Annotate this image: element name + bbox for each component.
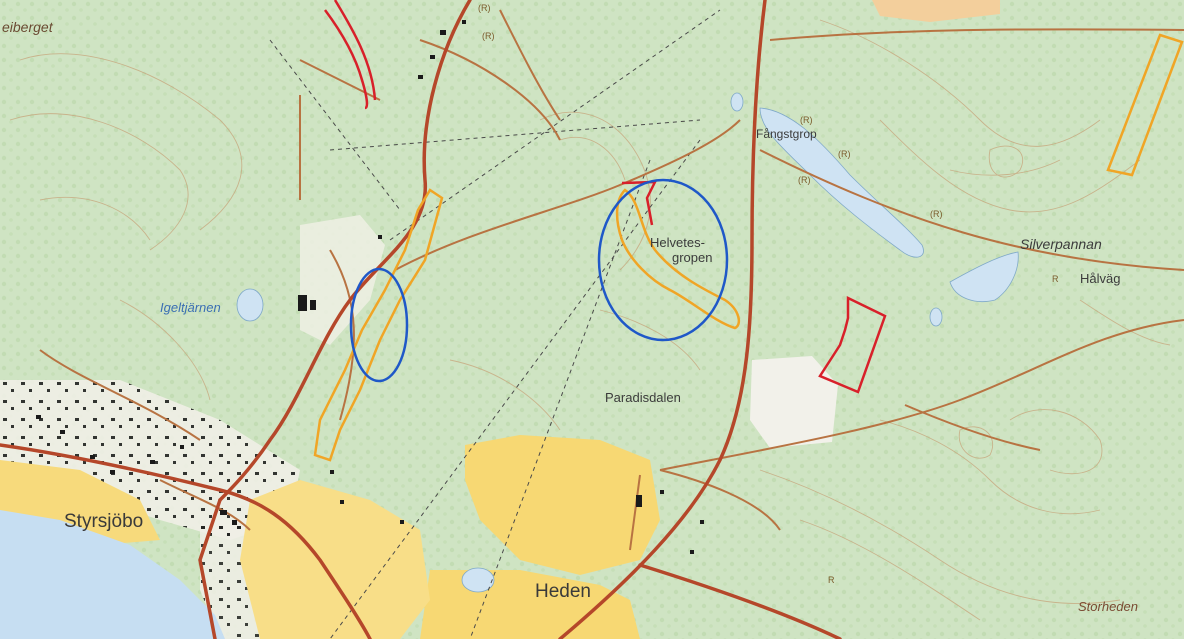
lake-igeltjarnen [236, 288, 264, 322]
orange-area-west [313, 188, 444, 462]
field-north-heden [465, 435, 660, 575]
lake-fangstgrop [759, 107, 924, 258]
lake-small-north [730, 92, 744, 112]
buildings [36, 20, 704, 554]
field-south [240, 480, 430, 639]
orange-area-northeast [1106, 33, 1184, 177]
open-land-clearing [750, 356, 838, 448]
sea-bay [0, 510, 225, 639]
orange-area-helvetes [615, 188, 741, 330]
contour-lines [9, 19, 1171, 621]
lake-south [461, 567, 495, 593]
lake-tiny-east [929, 307, 943, 327]
power-lines [269, 9, 721, 639]
blue-circle-helvetesgropen [597, 178, 729, 342]
red-historic-path-north [323, 9, 369, 110]
lake-silverpannan [949, 251, 1019, 302]
blue-circle-west [349, 267, 409, 383]
minor-roads [39, 9, 1184, 551]
red-historic-path-north-outer [333, 0, 377, 101]
settlement-area-northeast [872, 0, 1000, 22]
main-roads [0, 0, 842, 639]
open-land-west [300, 215, 385, 345]
red-area-east [818, 296, 887, 394]
red-area-helvetes [621, 180, 658, 226]
